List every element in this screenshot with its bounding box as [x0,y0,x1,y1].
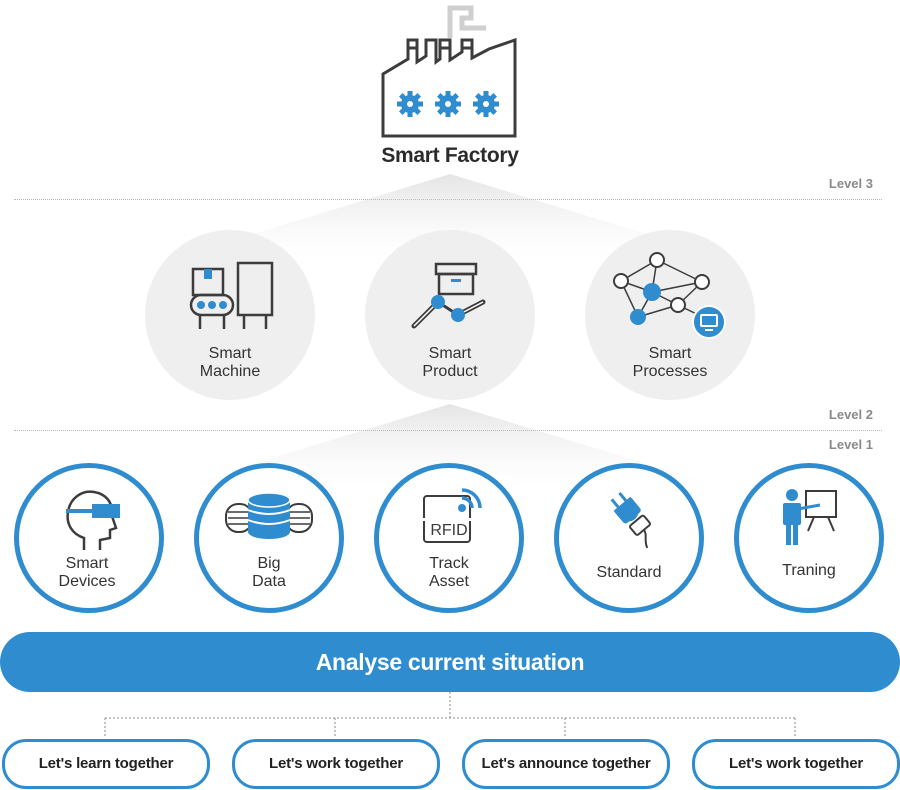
training-label: Traning [734,562,884,580]
standard-label: Standard [554,564,704,582]
label-line: Smart [428,345,472,362]
smart-machine-label: Smart Machine [145,345,315,381]
rfid-icon [421,488,482,543]
training-circle [734,463,884,613]
level-2-divider [14,430,882,431]
vr-headset-icon [66,490,120,550]
smart-machine-circle [145,230,315,400]
work-together-button[interactable]: Let's work together [232,739,440,789]
machine-icon [189,261,274,329]
label-line: Smart [208,345,252,362]
learn-together-button[interactable]: Let's learn together [2,739,210,789]
smart-devices-circle [14,463,164,613]
label-line: Devices [58,573,116,590]
standard-circle [554,463,704,613]
smart-devices-label: Smart Devices [12,555,162,591]
label-line: Asset [428,573,469,590]
label-line: Smart [648,345,692,362]
label-line: Big [257,555,281,572]
smart-product-circle [365,230,535,400]
level-2-label: Level 2 [828,407,873,422]
product-icon [411,262,486,329]
big-data-label: Big Data [194,555,344,591]
smart-processes-circle [585,230,755,400]
factory-icon [381,5,517,138]
smart-factory-title: Smart Factory [381,144,519,167]
level-3-divider [14,199,882,200]
label-line: Processes [632,363,708,380]
plug-icon [610,491,651,549]
network-icon [613,252,726,339]
analyse-banner: Analyse current situation [0,632,900,692]
label-line: Product [422,363,478,380]
database-icon [225,492,313,539]
label-line: Smart [65,555,109,572]
smart-processes-label: Smart Processes [585,345,755,381]
label-line: Data [252,573,286,590]
smart-product-label: Smart Product [365,345,535,381]
work-together-button-2[interactable]: Let's work together [692,739,900,789]
big-data-circle [194,463,344,613]
label-line: Standard [596,564,662,581]
track-asset-circle [374,463,524,613]
label-line: Track [429,555,469,572]
presentation-icon [783,489,837,545]
track-asset-label: Track Asset [374,555,524,591]
level-3-label: Level 3 [828,176,873,191]
label-line: Traning [782,562,836,579]
rfid-badge-text: RFID [430,522,468,539]
label-line: Machine [199,363,261,380]
level-1-label: Level 1 [828,437,873,452]
announce-together-button[interactable]: Let's announce together [462,739,670,789]
